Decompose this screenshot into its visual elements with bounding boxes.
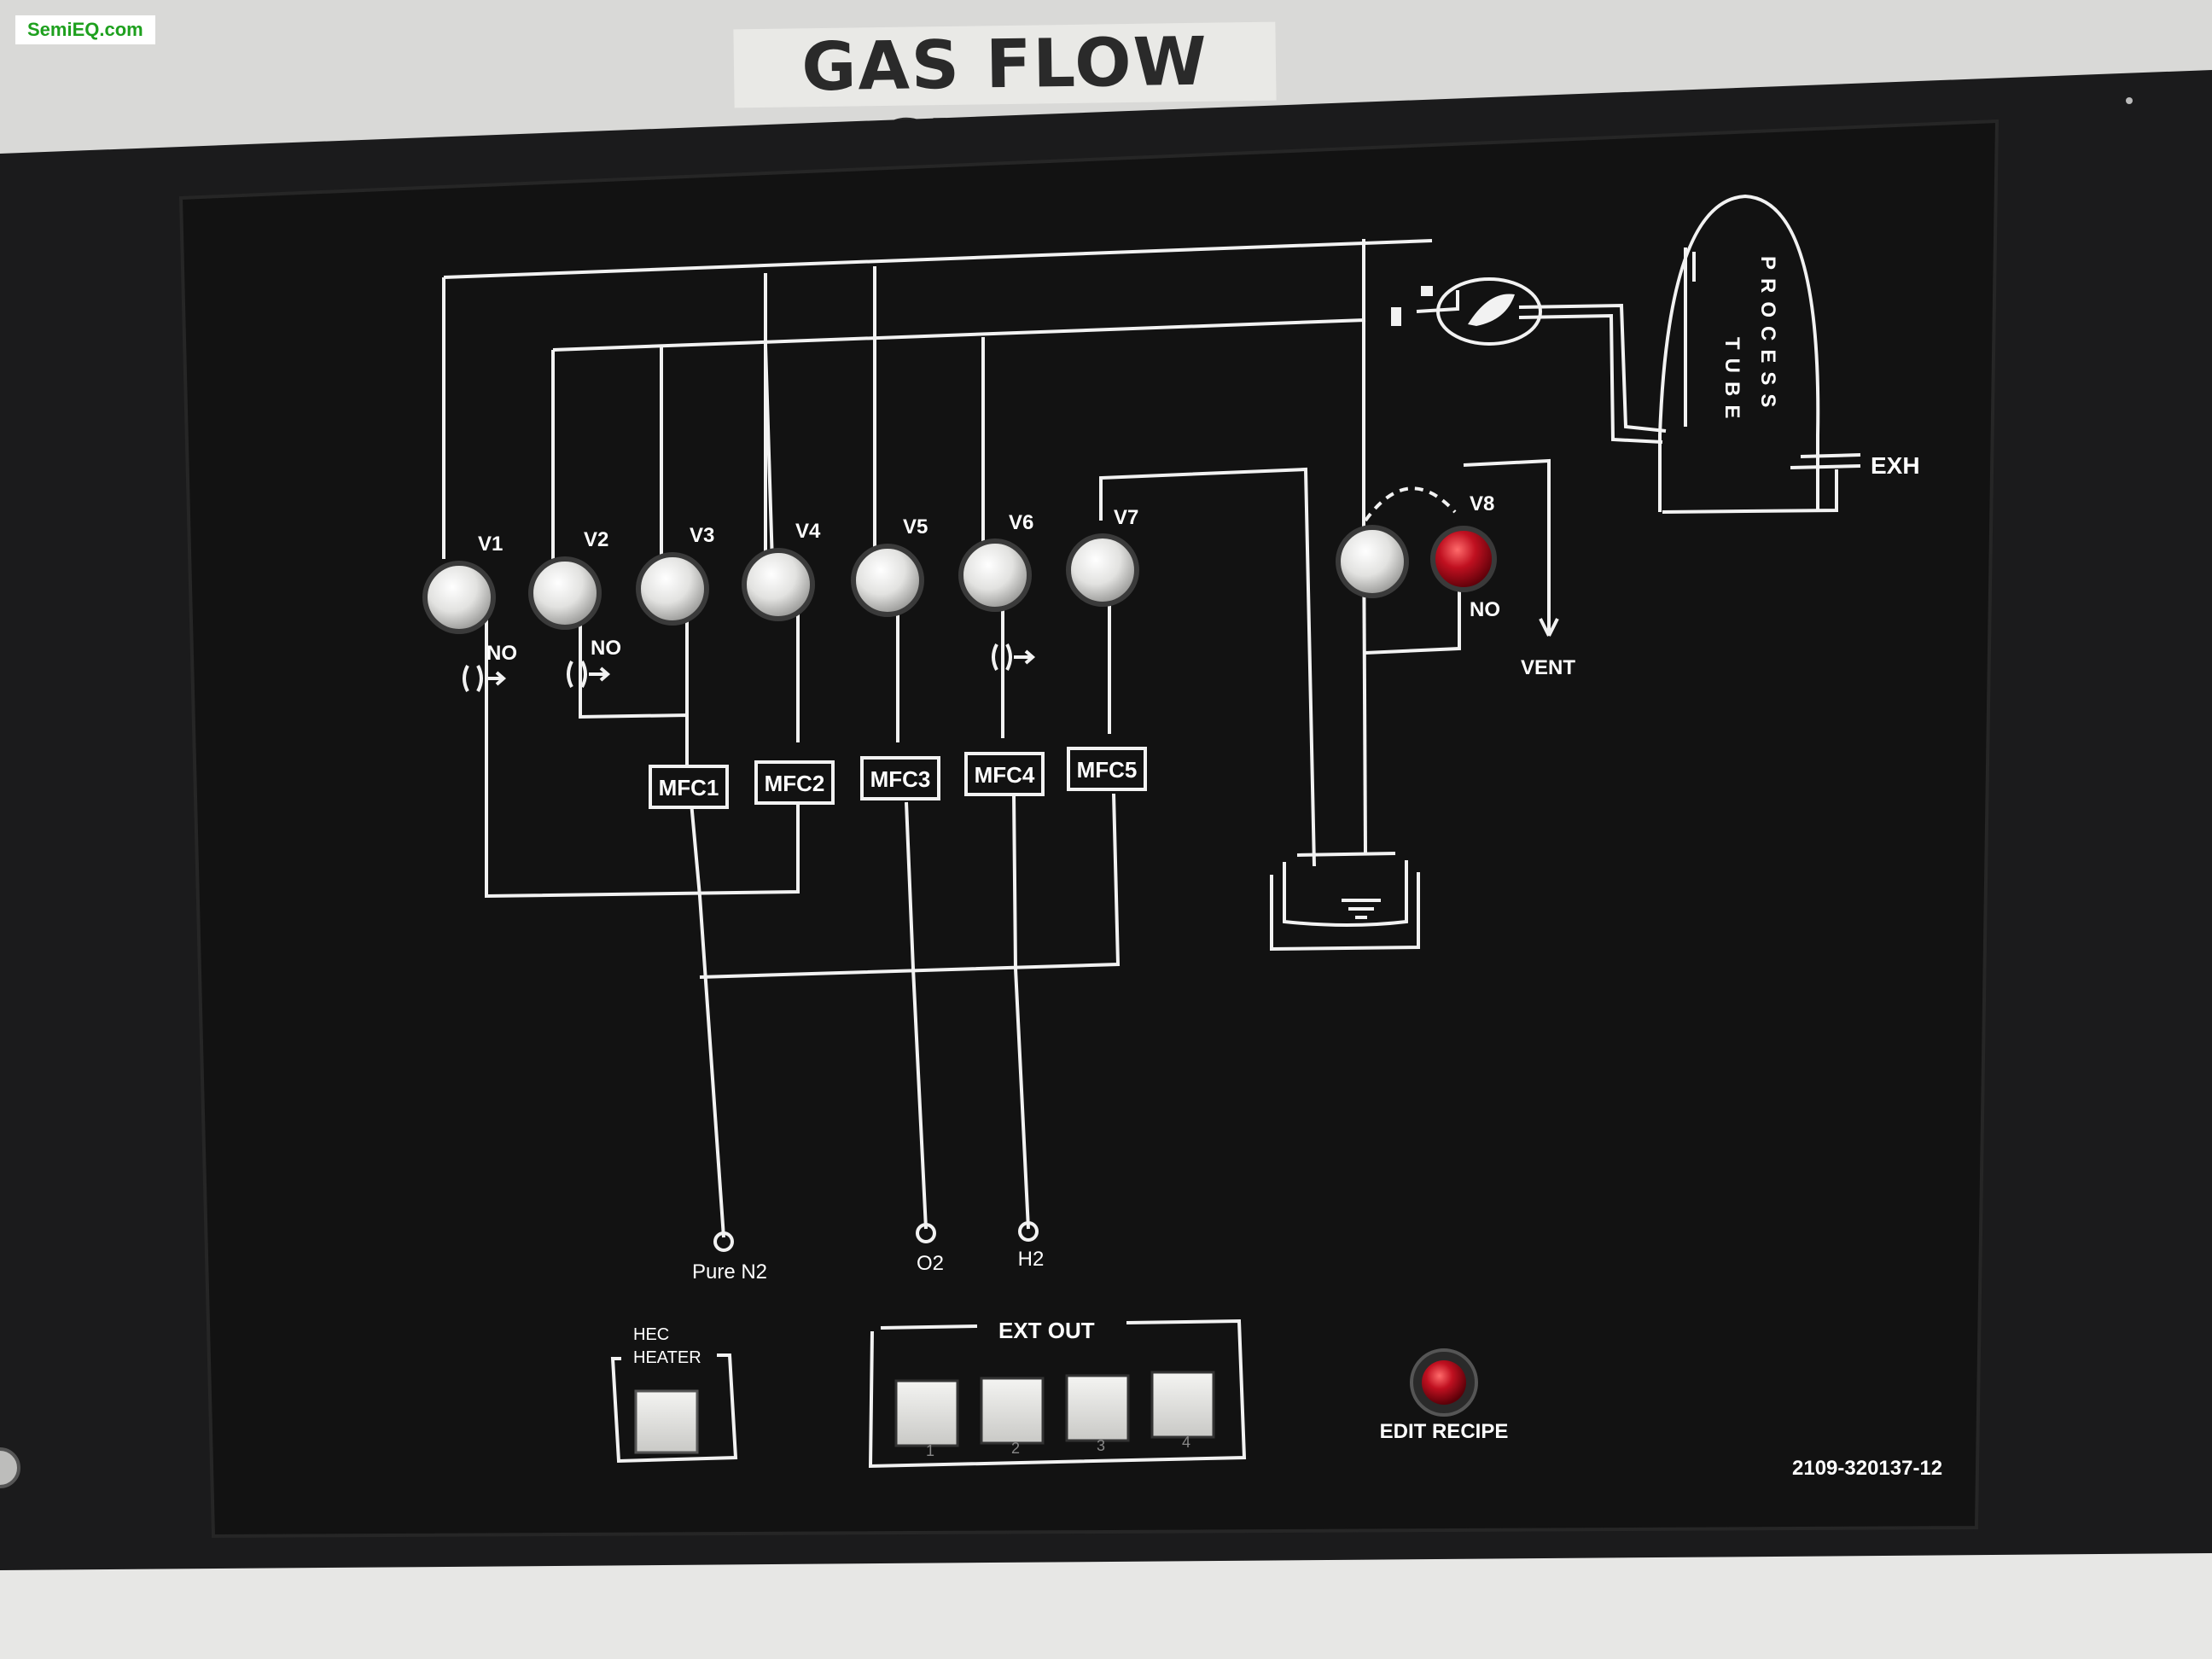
gas-flow-lines [444, 196, 1860, 1237]
gas-input-labels: Pure N2 O2 H2 [692, 1248, 1044, 1284]
ext-out-button-4[interactable] [1152, 1372, 1214, 1437]
mfc-label: MFC3 [870, 766, 931, 792]
mfc-labels: MFC1 MFC2 MFC3 MFC4 MFC5 [659, 757, 1138, 800]
valve-button-v2[interactable] [531, 559, 599, 627]
valve-note-v1: NO [486, 642, 517, 665]
gas-inlet-ports [715, 1223, 1037, 1250]
valve-label-v6: V6 [1009, 511, 1033, 534]
mfc-boxes [650, 748, 1145, 807]
torch-icon [1438, 279, 1540, 344]
junction-block [1391, 307, 1401, 326]
v8-indicator-lamp [1433, 528, 1494, 590]
ext-out-number: 4 [1182, 1434, 1190, 1451]
ext-out-number: 1 [926, 1442, 934, 1459]
mfc-box [650, 766, 727, 807]
hec-heater-button[interactable] [636, 1391, 697, 1452]
valve-label-v3: V3 [690, 524, 714, 547]
valve-button-v6[interactable] [961, 541, 1029, 609]
mfc-label: MFC5 [1077, 757, 1138, 783]
ext-out-label: EXT OUT [998, 1318, 1095, 1343]
valve-button-v3[interactable] [638, 555, 707, 623]
valve-button-v7[interactable] [1068, 536, 1137, 604]
mfc-label: MFC2 [765, 771, 825, 796]
ext-out-button-2[interactable] [981, 1378, 1043, 1443]
mfc-label: MFC4 [975, 762, 1035, 788]
hec-label: HEC [633, 1325, 669, 1344]
side-knob [0, 1449, 19, 1487]
edit-recipe-indicator-lamp [1422, 1360, 1466, 1405]
valve-note-v2: NO [591, 637, 621, 660]
gas-input-label: H2 [1018, 1248, 1045, 1271]
diagram-labels: V1 V2 V3 V4 V5 V6 V7 V8 NO NO NO VENT EX… [478, 452, 1920, 679]
mfc-box [862, 758, 939, 799]
process-label: PROCESS [1756, 256, 1779, 416]
edit-recipe-group: EDIT RECIPE [1380, 1350, 1509, 1443]
inlet-port-o2 [917, 1225, 934, 1242]
needle-valve-icons [464, 644, 1033, 691]
valve-label-v1: V1 [478, 533, 503, 556]
valve-label-v4: V4 [795, 520, 821, 543]
inlet-port-n2 [715, 1233, 732, 1250]
heater-label: HEATER [633, 1348, 701, 1367]
inner-panel [181, 121, 1997, 1536]
exhaust-label: EXH [1871, 452, 1920, 479]
page-title: GAS FLOW CHART [733, 22, 1278, 187]
valve-button-v5[interactable] [853, 546, 922, 614]
valve-note-v8: NO [1470, 598, 1500, 621]
valve-label-v2: V2 [584, 528, 608, 551]
valve-button-v4[interactable] [744, 550, 812, 619]
mfc-box [1068, 748, 1145, 789]
valve-button-v1[interactable] [425, 563, 493, 632]
valve-label-v7: V7 [1114, 506, 1138, 529]
junction-block [1421, 286, 1433, 296]
flame-icon [1468, 294, 1515, 326]
vent-arrow-icon [1540, 619, 1557, 636]
valve-label-v5: V5 [903, 515, 928, 538]
mfc-box [756, 762, 833, 803]
ext-out-group: EXT OUT 1 2 3 4 [870, 1318, 1244, 1466]
outer-panel [0, 70, 2212, 1596]
bottom-frame [0, 1553, 2212, 1659]
valve-buttons [425, 527, 1494, 632]
v8-control-button[interactable] [1338, 527, 1406, 596]
gas-input-label: O2 [917, 1252, 944, 1275]
bubbler-icon [1272, 853, 1418, 949]
watermark: SemiEQ.com [15, 15, 155, 44]
vent-label: VENT [1521, 656, 1575, 679]
panel-screw [2126, 97, 2133, 104]
tube-labels: TUBE PROCESS [1720, 256, 1779, 427]
inlet-port-h2 [1020, 1223, 1037, 1240]
valve-label-v8: V8 [1470, 492, 1494, 515]
ext-out-button-1[interactable] [896, 1381, 958, 1446]
mfc-box [966, 754, 1043, 795]
title-label: GAS FLOW CHART [733, 22, 1276, 108]
part-number: 2109-320137-12 [1792, 1457, 1942, 1480]
ext-out-button-3[interactable] [1067, 1376, 1128, 1441]
ext-out-number: 3 [1097, 1437, 1105, 1454]
gas-input-label: Pure N2 [692, 1260, 767, 1284]
mfc-label: MFC1 [659, 775, 719, 800]
edit-recipe-label: EDIT RECIPE [1380, 1420, 1509, 1443]
hec-heater-group: HEC HEATER [613, 1325, 736, 1461]
tube-label: TUBE [1720, 337, 1743, 427]
ext-out-number: 2 [1011, 1440, 1020, 1457]
